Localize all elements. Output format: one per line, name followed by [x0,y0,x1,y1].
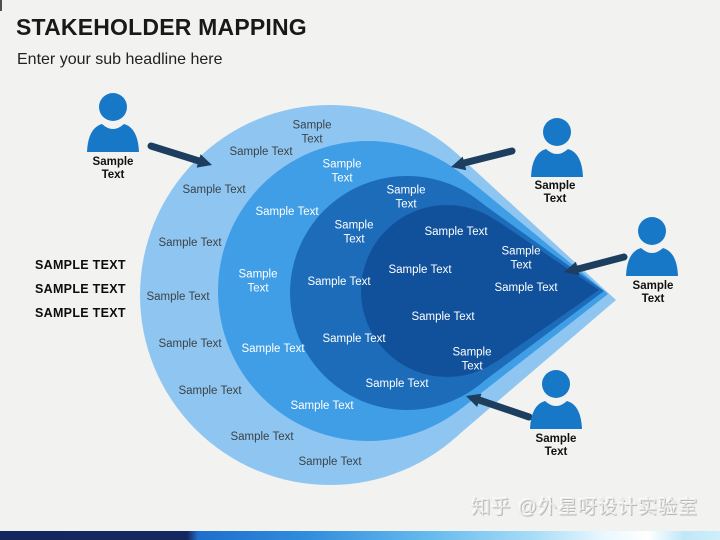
ring-label: Sample Text [452,346,492,372]
ring-label: Sample Text [158,237,222,250]
ring-label: Sample Text [307,276,371,289]
person-icon-right [626,217,678,276]
ring-label: Sample Text [290,400,354,413]
page-subtitle: Enter your sub headline here [17,51,223,68]
person-label-bottom-right: Sample Text [535,433,577,458]
watermark: 知乎 @外星呀设计实验室 [471,497,698,518]
side-label-1: SAMPLE TEXT [35,258,126,272]
ring-label: Sample Text [322,158,362,184]
ring-label: Sample Text [501,245,541,271]
ring-label: Sample Text [322,333,386,346]
ring-label: Sample Text [386,184,426,210]
ring-label: Sample Text [255,206,319,219]
ring-label: Sample Text [241,343,305,356]
bottom-accent-bar [0,531,720,540]
arrow-top-left [147,142,212,168]
page-title: STAKEHOLDER MAPPING [16,14,307,40]
arrow-bottom-right [466,393,533,421]
core-pin [361,205,599,377]
person-label-top-left: Sample Text [92,156,134,181]
person-label-top-right: Sample Text [534,180,576,205]
person-label-right: Sample Text [632,280,674,305]
ring-label: Sample Text [424,226,488,239]
ring-label: Sample Text [230,431,294,444]
ring-label: Sample Text [365,378,429,391]
ring-label: Sample Text [229,146,293,159]
ring-label: Sample Text [158,338,222,351]
person-icon-top-right [531,118,583,177]
side-label-2: SAMPLE TEXT [35,282,126,296]
ring-label: Sample Text [238,268,278,294]
corner-mark [0,0,2,11]
ring-label: Sample Text [298,456,362,469]
ring-label: Sample Text [292,119,332,145]
ring-label: Sample Text [146,291,210,304]
ring-label: Sample Text [182,184,246,197]
ring-label: Sample Text [411,311,475,324]
ring-label: Sample Text [334,219,374,245]
arrow-right [564,253,628,276]
ring-label: Sample Text [178,385,242,398]
ring-label: Sample Text [388,264,452,277]
ring-label: Sample Text [494,282,558,295]
side-label-3: SAMPLE TEXT [35,306,126,320]
arrow-top-right [451,147,516,171]
person-icon-bottom-right [530,370,582,429]
person-icon-top-left [87,93,139,152]
